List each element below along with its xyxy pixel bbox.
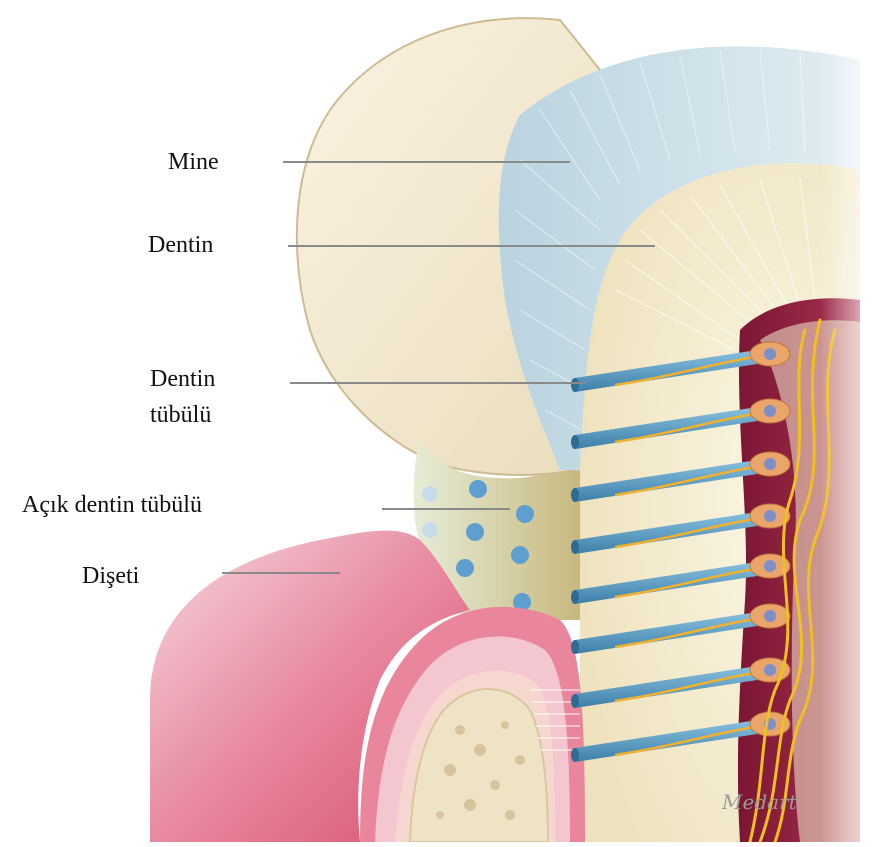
odontoblast-nucleus (764, 560, 776, 572)
odontoblast-nucleus (764, 405, 776, 417)
tubule-opening (571, 435, 579, 449)
odontoblast-nucleus (764, 610, 776, 622)
label-gingiva: Dişeti (82, 561, 139, 591)
tubule-opening (571, 488, 579, 502)
odontoblast-nucleus (764, 348, 776, 360)
label-dentin-tubule-line2: tübülü (150, 400, 211, 430)
odontoblast-nucleus (764, 458, 776, 470)
label-open-dentin-tubule: Açık dentin tübülü (22, 490, 202, 520)
tubule-opening (571, 640, 579, 654)
odontoblast-nucleus (764, 510, 776, 522)
tubule-opening (571, 590, 579, 604)
tubule-opening (571, 748, 579, 762)
label-dentin: Dentin (148, 230, 213, 260)
signature-watermark: Medart (722, 790, 797, 814)
label-dentin-tubule-line1: Dentin (150, 364, 215, 394)
odontoblast-nucleus (764, 664, 776, 676)
tubule-opening (571, 378, 579, 392)
tubule-opening (571, 540, 579, 554)
tubule-opening (571, 694, 579, 708)
label-enamel: Mine (168, 147, 219, 177)
